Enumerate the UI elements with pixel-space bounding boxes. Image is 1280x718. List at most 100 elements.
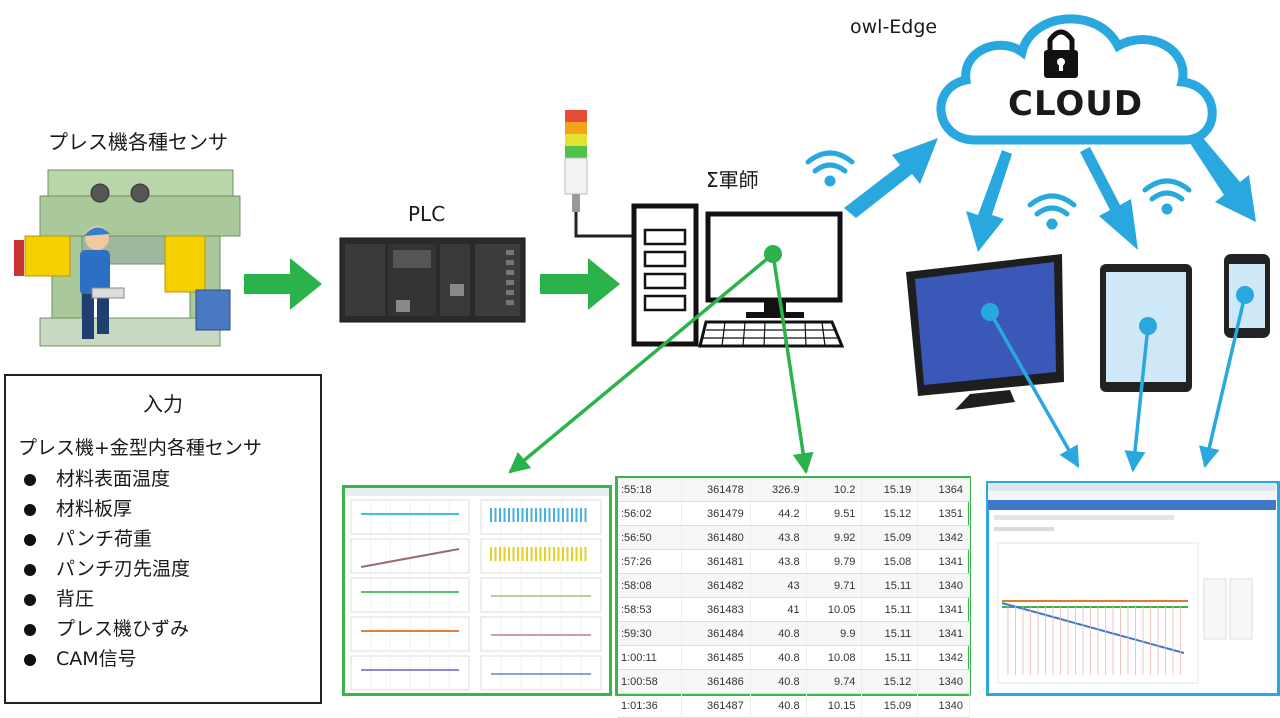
mini-chart bbox=[480, 577, 602, 613]
input-sensors-box: 入力 プレス機+金型内各種センサ 材料表面温度材料板厚パンチ荷重パンチ刃先温度背… bbox=[4, 374, 322, 704]
table-cell: 361483 bbox=[681, 597, 751, 622]
sensor-list-item: パンチ荷重 bbox=[6, 524, 320, 554]
blue-arrow-cloud-to-phone bbox=[1188, 132, 1256, 222]
table-cell: 1340 bbox=[917, 693, 970, 718]
press-sensors-label: プレス機各種センサ bbox=[48, 130, 228, 154]
table-cell: 361481 bbox=[681, 549, 751, 574]
table-cell: 1:00:58 bbox=[618, 669, 683, 694]
table-cell: 1364 bbox=[917, 478, 970, 502]
table-cell: 15.11 bbox=[861, 597, 919, 622]
table-cell: 1340 bbox=[917, 573, 970, 598]
table-cell: 9.71 bbox=[806, 573, 863, 598]
sensor-list-item: 材料板厚 bbox=[6, 494, 320, 524]
web-dashboard-thumbnail bbox=[988, 483, 1280, 696]
wifi-icon bbox=[1027, 193, 1077, 230]
table-cell: 15.12 bbox=[861, 669, 919, 694]
table-cell: 15.11 bbox=[861, 645, 919, 670]
blue-arrow-pc-to-cloud bbox=[844, 138, 938, 218]
mini-chart bbox=[350, 538, 470, 574]
table-cell: 1342 bbox=[917, 525, 970, 550]
flow-arrow-plc-to-gunshi bbox=[540, 258, 620, 310]
blue-arrow-phone-to-web bbox=[1199, 294, 1247, 469]
table-cell: 361484 bbox=[681, 621, 751, 646]
sensor-label: CAM信号 bbox=[56, 648, 137, 670]
table-cell: 361478 bbox=[681, 478, 751, 502]
bullet-icon bbox=[24, 533, 36, 546]
table-cell: 15.19 bbox=[861, 478, 919, 502]
table-cell: 1340 bbox=[917, 669, 970, 694]
table-cell: 40.8 bbox=[750, 693, 807, 718]
blue-arrow-monitor-to-web bbox=[988, 311, 1080, 468]
table-cell: 41 bbox=[750, 597, 807, 622]
table-cell: 361485 bbox=[681, 645, 751, 670]
blue-arrow-cloud-to-monitor bbox=[966, 150, 1012, 252]
trend-charts-panel bbox=[342, 485, 612, 696]
green-arrow-to-table bbox=[771, 253, 814, 475]
computer-gunshi bbox=[631, 203, 845, 348]
table-cell: 9.9 bbox=[806, 621, 863, 646]
mini-chart bbox=[350, 499, 470, 535]
sensor-label: 材料板厚 bbox=[56, 498, 133, 520]
bullet-icon bbox=[24, 623, 36, 636]
table-cell: 1342 bbox=[917, 645, 970, 670]
plc-label: PLC bbox=[408, 202, 446, 226]
table-cell: 361486 bbox=[681, 669, 751, 694]
table-cell: 9.51 bbox=[806, 501, 863, 526]
table-cell: 43.8 bbox=[750, 525, 807, 550]
plc-unit-illustration bbox=[339, 237, 526, 323]
bullet-icon bbox=[24, 653, 36, 666]
table-cell: 40.8 bbox=[750, 645, 807, 670]
table-cell: 9.74 bbox=[806, 669, 863, 694]
table-cell: :58:53 bbox=[618, 597, 683, 622]
cloud-label: CLOUD bbox=[1008, 84, 1144, 124]
signal-tower-light bbox=[564, 110, 636, 238]
table-cell: 40.8 bbox=[750, 669, 807, 694]
trend-charts-thumbnail bbox=[345, 488, 609, 691]
mini-chart bbox=[480, 499, 602, 535]
sensor-list-item: パンチ刃先温度 bbox=[6, 554, 320, 584]
wifi-icon bbox=[1142, 178, 1192, 215]
table-cell: :56:02 bbox=[618, 501, 683, 526]
table-cell: :58:08 bbox=[618, 573, 683, 598]
table-cell: 44.2 bbox=[750, 501, 807, 526]
table-cell: 10.2 bbox=[806, 478, 863, 502]
mini-chart bbox=[350, 577, 470, 613]
bullet-icon bbox=[24, 503, 36, 516]
input-box-subtitle: プレス機+金型内各種センサ bbox=[18, 437, 262, 459]
mini-chart bbox=[480, 616, 602, 652]
series-line-blue bbox=[1001, 602, 1185, 654]
green-arrow-to-charts bbox=[508, 252, 775, 474]
table-cell: 1341 bbox=[917, 597, 970, 622]
mini-chart bbox=[350, 655, 470, 691]
table-cell: 10.08 bbox=[806, 645, 863, 670]
table-cell: 40.8 bbox=[750, 621, 807, 646]
table-cell: 326.9 bbox=[750, 478, 807, 502]
wifi-icon bbox=[805, 150, 855, 187]
mini-chart bbox=[480, 538, 602, 574]
input-box-title: 入力 bbox=[143, 392, 183, 416]
table-cell: 15.08 bbox=[861, 549, 919, 574]
table-cell: 361479 bbox=[681, 501, 751, 526]
sensor-list-item: 背圧 bbox=[6, 584, 320, 614]
table-cell: 43 bbox=[750, 573, 807, 598]
table-cell: 10.05 bbox=[806, 597, 863, 622]
table-cell: 15.12 bbox=[861, 501, 919, 526]
sensor-label: 材料表面温度 bbox=[56, 468, 171, 490]
table-cell: 9.92 bbox=[806, 525, 863, 550]
table-cell: :55:18 bbox=[618, 478, 683, 502]
table-cell: 361480 bbox=[681, 525, 751, 550]
table-cell: 1341 bbox=[917, 621, 970, 646]
owl-edge-label: owl-Edge bbox=[850, 16, 938, 38]
table-cell: 43.8 bbox=[750, 549, 807, 574]
table-cell: 15.09 bbox=[861, 525, 919, 550]
